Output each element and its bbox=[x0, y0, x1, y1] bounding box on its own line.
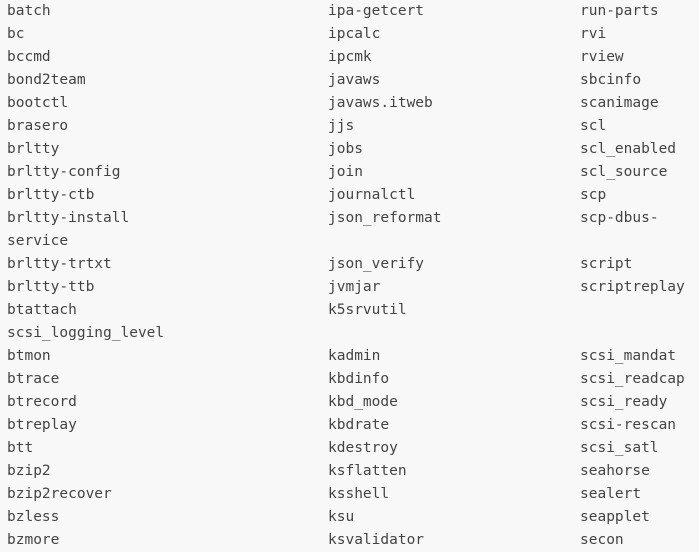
command-name: scl_enabled bbox=[580, 141, 677, 157]
command-name: k5srvutil bbox=[328, 302, 407, 318]
command-name: brltty-install bbox=[7, 210, 130, 226]
command-name: json_verify bbox=[328, 256, 425, 272]
command-name: bzip2recover bbox=[7, 486, 112, 502]
output-line: batch ipa-getcert run-parts bbox=[0, 0, 699, 23]
command-name: jvmjar bbox=[328, 279, 381, 295]
command-name: javaws.itweb bbox=[328, 95, 433, 111]
command-name: scp-dbus- bbox=[580, 210, 659, 226]
output-line: brltty-ttb jvmjar scriptreplay bbox=[0, 276, 699, 299]
command-name: bzmore bbox=[7, 532, 60, 548]
command-name: scsi_mandat bbox=[580, 348, 677, 364]
command-name: scsi-rescan bbox=[580, 417, 677, 433]
command-name: ipcalc bbox=[328, 26, 381, 42]
command-name: seahorse bbox=[580, 463, 650, 479]
command-name: scsi_ready bbox=[580, 394, 668, 410]
command-name: brltty-ctb bbox=[7, 187, 95, 203]
command-name: bootctl bbox=[7, 95, 69, 111]
command-name: sbcinfo bbox=[580, 72, 642, 88]
output-line: btattach k5srvutil bbox=[0, 299, 699, 322]
command-name: scanimage bbox=[580, 95, 659, 111]
command-name: btattach bbox=[7, 302, 77, 318]
command-name: ksflatten bbox=[328, 463, 407, 479]
command-name: scl bbox=[580, 118, 607, 134]
output-line: brltty jobs scl_enabled bbox=[0, 138, 699, 161]
output-line: brltty-config join scl_source bbox=[0, 161, 699, 184]
command-name: scl_source bbox=[580, 164, 668, 180]
command-name: secon bbox=[580, 532, 624, 548]
command-name: btt bbox=[7, 440, 34, 456]
command-name: run-parts bbox=[580, 3, 659, 19]
command-name: btrace bbox=[7, 371, 60, 387]
output-line: btrecord kbd_mode scsi_ready bbox=[0, 391, 699, 414]
output-line: bc ipcalc rvi bbox=[0, 23, 699, 46]
output-line: bzless ksu seapplet bbox=[0, 506, 699, 529]
command-name: service bbox=[7, 233, 69, 249]
command-name: sealert bbox=[580, 486, 642, 502]
command-name: join bbox=[328, 164, 363, 180]
command-name: kbdinfo bbox=[328, 371, 390, 387]
command-name: journalctl bbox=[328, 187, 416, 203]
output-line: bzip2 ksflatten seahorse bbox=[0, 460, 699, 483]
command-name: ksshell bbox=[328, 486, 390, 502]
command-name: scp bbox=[580, 187, 607, 203]
command-name: scsi_satl bbox=[580, 440, 659, 456]
command-name: scsi_readcap bbox=[580, 371, 685, 387]
output-line: bond2team javaws sbcinfo bbox=[0, 69, 699, 92]
output-line: btreplay kbdrate scsi-rescan bbox=[0, 414, 699, 437]
output-line: btrace kbdinfo scsi_readcap bbox=[0, 368, 699, 391]
command-name: ipcmk bbox=[328, 49, 372, 65]
command-name: rview bbox=[580, 49, 624, 65]
command-name: batch bbox=[7, 3, 51, 19]
command-name: bond2team bbox=[7, 72, 86, 88]
command-name: bccmd bbox=[7, 49, 51, 65]
command-name: jjs bbox=[328, 118, 355, 134]
output-line: bootctl javaws.itweb scanimage bbox=[0, 92, 699, 115]
command-name: btreplay bbox=[7, 417, 77, 433]
output-line: brltty-ctb journalctl scp bbox=[0, 184, 699, 207]
command-name: scsi_logging_level bbox=[7, 325, 165, 341]
command-name: kbdrate bbox=[328, 417, 390, 433]
command-name: kadmin bbox=[328, 348, 381, 364]
output-line: bzip2recover ksshell sealert bbox=[0, 483, 699, 506]
command-name: bzip2 bbox=[7, 463, 51, 479]
command-name: seapplet bbox=[580, 509, 650, 525]
command-name: brasero bbox=[7, 118, 69, 134]
command-name: kbd_mode bbox=[328, 394, 398, 410]
command-name: jobs bbox=[328, 141, 363, 157]
output-line: scsi_logging_level bbox=[0, 322, 699, 345]
command-name: ipa-getcert bbox=[328, 3, 425, 19]
output-line: brltty-install json_reformat scp-dbus- bbox=[0, 207, 699, 230]
output-line: btmon kadmin scsi_mandat bbox=[0, 345, 699, 368]
command-name: ksvalidator bbox=[328, 532, 425, 548]
command-name: btrecord bbox=[7, 394, 77, 410]
output-line: brltty-trtxt json_verify script bbox=[0, 253, 699, 276]
output-line: bzmore ksvalidator secon bbox=[0, 529, 699, 552]
command-name: brltty-config bbox=[7, 164, 121, 180]
command-name: ksu bbox=[328, 509, 355, 525]
command-name: scriptreplay bbox=[580, 279, 685, 295]
command-name: json_reformat bbox=[328, 210, 442, 226]
command-name: kdestroy bbox=[328, 440, 398, 456]
command-name: bzless bbox=[7, 509, 60, 525]
command-name: javaws bbox=[328, 72, 381, 88]
output-line: brasero jjs scl bbox=[0, 115, 699, 138]
command-name: script bbox=[580, 256, 633, 272]
output-line: bccmd ipcmk rview bbox=[0, 46, 699, 69]
output-line: btt kdestroy scsi_satl bbox=[0, 437, 699, 460]
output-line: service bbox=[0, 230, 699, 253]
command-name: bc bbox=[7, 26, 25, 42]
command-name: brltty-ttb bbox=[7, 279, 95, 295]
command-name: brltty bbox=[7, 141, 60, 157]
command-name: brltty-trtxt bbox=[7, 256, 112, 272]
command-name: rvi bbox=[580, 26, 607, 42]
command-name: btmon bbox=[7, 348, 51, 364]
